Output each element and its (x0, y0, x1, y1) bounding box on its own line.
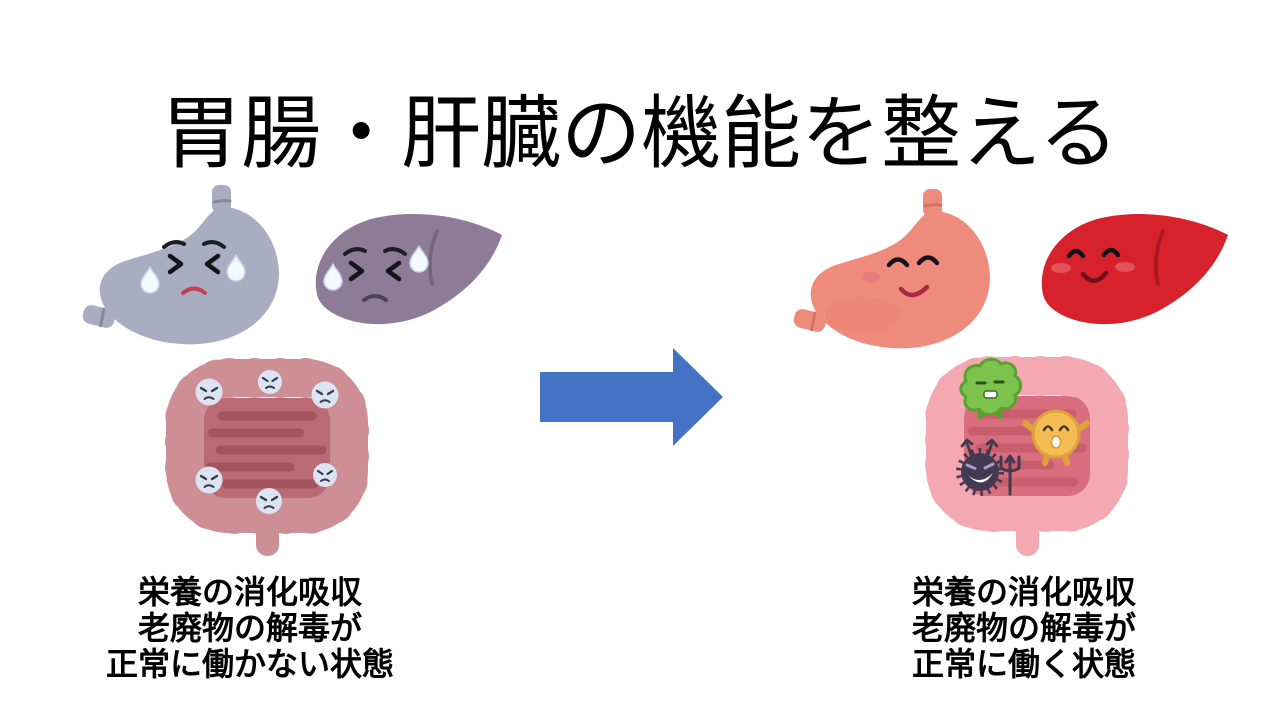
caption-line: 正常に働かない状態 (105, 646, 394, 682)
evil-eyes (965, 462, 995, 470)
caption-line: 正常に働く状態 (911, 646, 1136, 682)
sick-liver-illustration (315, 214, 502, 325)
pylorus-stub (793, 309, 827, 332)
healthy-stomach-illustration (793, 189, 990, 349)
dark-bacteria (956, 438, 1021, 496)
liver-body (1041, 214, 1228, 325)
before-caption: 栄養の消化吸収 老廃物の解毒が 正常に働かない状態 (20, 574, 480, 682)
liver-body (315, 214, 502, 325)
caption-line: 栄養の消化吸収 (911, 574, 1136, 610)
sweat-drop (323, 263, 343, 291)
pitchfork (999, 454, 1021, 496)
happy-face (1051, 247, 1135, 283)
stomach-body (810, 210, 990, 349)
caption-line: 栄養の消化吸収 (137, 574, 362, 610)
stomach-body (99, 206, 279, 345)
shading (825, 297, 901, 333)
sad-face (323, 245, 429, 302)
healthy-intestines-illustration (925, 356, 1129, 556)
evil-grin (968, 473, 993, 483)
blush (1051, 263, 1071, 273)
blush (1115, 262, 1135, 272)
healthy-liver-illustration (1041, 214, 1228, 325)
caption-line: 老廃物の解毒が (137, 610, 362, 646)
caption-line: 老廃物の解毒が (911, 610, 1136, 646)
blush (862, 271, 880, 283)
pylorus-stub (82, 305, 116, 328)
green-bacteria (959, 357, 1023, 419)
esophagus-stub (212, 185, 232, 213)
colon-bumps (925, 356, 1129, 532)
sweat-drop (140, 266, 160, 294)
happy-face (862, 255, 940, 298)
sick-intestines-illustration (165, 358, 369, 556)
sad-face (140, 240, 246, 295)
yellow-bacteria (1022, 409, 1090, 466)
sad-gut-faces (195, 370, 339, 514)
after-caption: 栄養の消化吸収 老廃物の解毒が 正常に働く状態 (794, 574, 1254, 682)
devil-horns (960, 438, 999, 457)
right-arrow-icon (540, 348, 723, 446)
sick-stomach-illustration (82, 185, 279, 345)
sweat-drop (226, 254, 246, 282)
liver-groove (428, 229, 439, 286)
liver-groove (1154, 229, 1165, 286)
page-title: 胃腸・肝臓の機能を整える (161, 88, 1119, 178)
sweat-drop (409, 245, 429, 273)
intestine-folds (205, 411, 327, 489)
esophagus-stub (923, 189, 943, 217)
